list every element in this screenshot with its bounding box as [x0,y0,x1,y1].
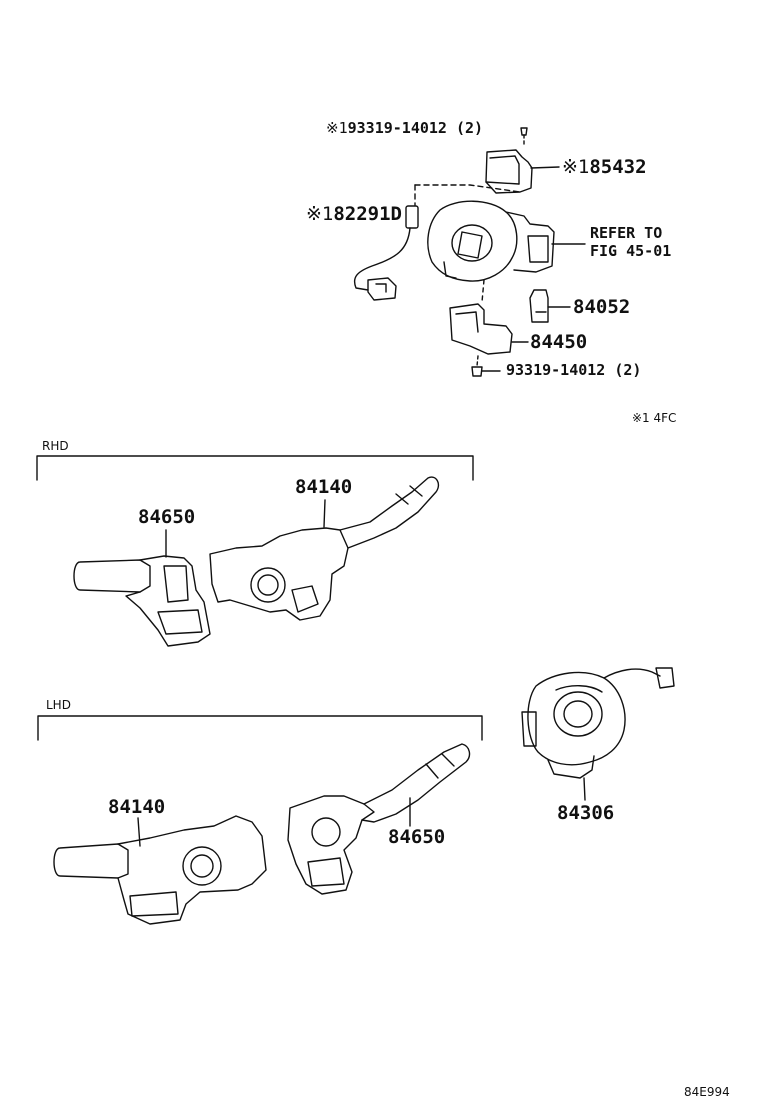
dashed-leaders-top [414,184,521,367]
combination-switch-body [427,200,586,282]
part-84450-switch [449,303,529,355]
label-lhd-84140: 84140 [108,796,166,818]
figure-code: 84E994 [684,1085,730,1099]
label-rhd-84650: 84650 [138,506,196,528]
label-refer-line2: FIG 45-01 [590,242,672,260]
lhd-84140-switch [53,815,267,925]
lhd-84650-switch [287,743,471,895]
label-85432-text: 85432 [589,156,647,178]
label-82291d-text: 82291D [333,203,402,225]
top-screw [520,127,528,148]
label-93319-top-mark: ※1 [326,119,348,137]
rhd-84140-switch [209,476,440,621]
label-93319-top-text: 93319-14012 (2) [347,119,484,137]
lhd-bracket [37,715,483,741]
label-lhd-84650: 84650 [388,826,446,848]
part-85432-cover [485,149,560,194]
label-rhd-84140: 84140 [295,476,353,498]
label-84052: 84052 [573,296,631,318]
label-82291d: ※182291D [306,205,402,224]
label-84450: 84450 [530,331,588,353]
part-84306-spiral-cable [521,667,675,801]
part-82291d-cable [353,205,419,301]
label-rhd: RHD [42,439,69,453]
label-lhd: LHD [46,698,71,712]
label-84306: 84306 [557,802,615,824]
label-93319-top: ※193319-14012 (2) [326,121,483,136]
bottom-screw [471,366,501,377]
rhd-bracket [36,455,474,481]
label-85432-mark: ※1 [562,156,590,178]
label-85432: ※185432 [562,158,647,177]
label-refer-line1: REFER TO [590,224,663,242]
rhd-84650-switch [73,529,211,647]
part-84052-connector [529,289,571,323]
label-93319-bottom: 93319-14012 (2) [506,361,642,379]
label-note: ※1 4FC [632,411,677,425]
label-82291d-mark: ※1 [306,203,334,225]
